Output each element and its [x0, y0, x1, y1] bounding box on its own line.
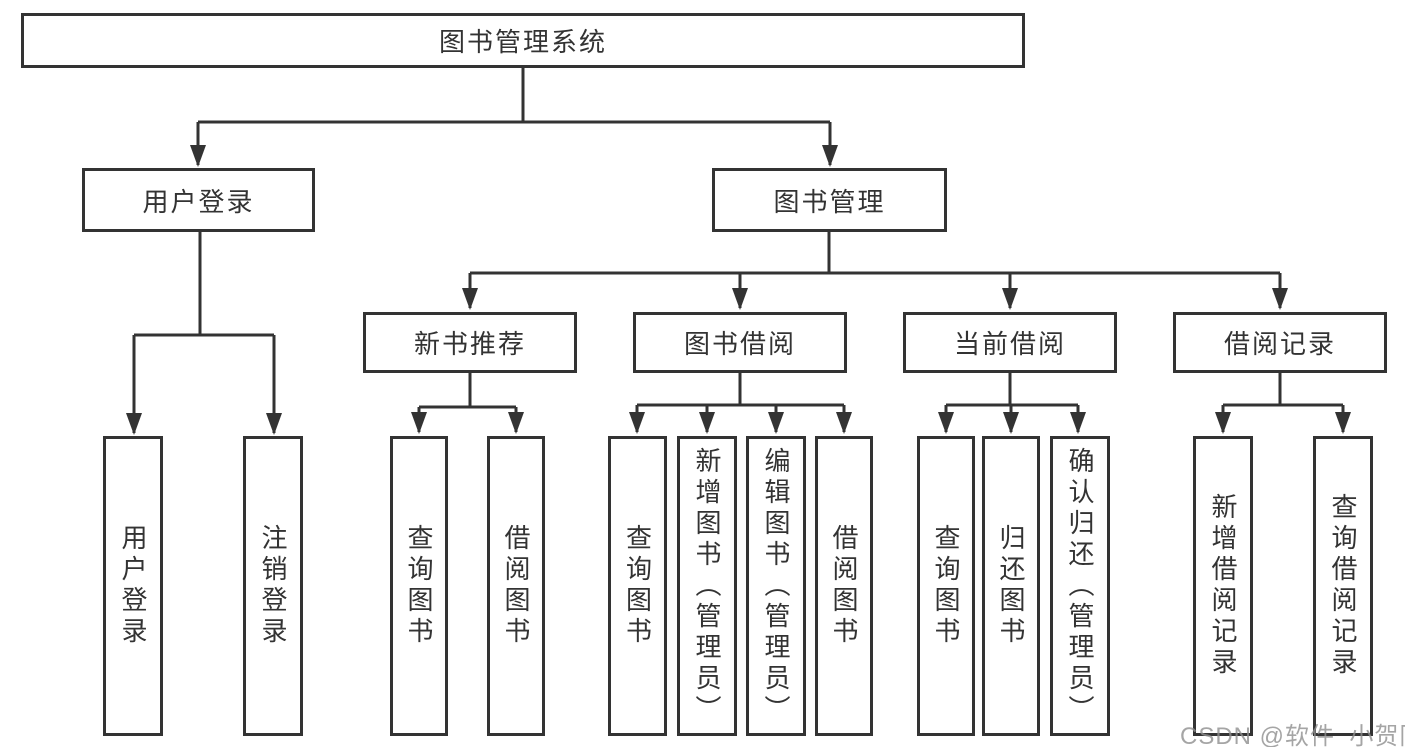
leaf-logout: 注销登录	[243, 436, 303, 736]
node-current-borrowing: 当前借阅	[903, 312, 1117, 373]
node-user-login: 用户登录	[82, 168, 315, 232]
node-book-management: 图书管理	[712, 168, 947, 232]
leaf-borrow-books-borrowing: 借阅图书	[815, 436, 873, 736]
leaf-edit-book-admin: 编辑图书（管理员）	[746, 436, 806, 736]
leaf-query-books-current: 查询图书	[917, 436, 975, 736]
leaf-add-borrow-record: 新增借阅记录	[1193, 436, 1253, 736]
node-new-book-recommend: 新书推荐	[363, 312, 577, 373]
node-borrowing-records: 借阅记录	[1173, 312, 1387, 373]
node-root: 图书管理系统	[21, 13, 1025, 68]
leaf-query-borrow-record: 查询借阅记录	[1313, 436, 1373, 736]
leaf-query-books-borrowing: 查询图书	[608, 436, 667, 736]
node-book-borrowing: 图书借阅	[633, 312, 847, 373]
leaf-confirm-return-admin: 确认归还（管理员）	[1050, 436, 1110, 736]
leaf-borrow-books-recommend: 借阅图书	[487, 436, 545, 736]
leaf-return-books: 归还图书	[982, 436, 1040, 736]
leaf-add-book-admin: 新增图书（管理员）	[677, 436, 737, 736]
leaf-user-login: 用户登录	[103, 436, 163, 736]
leaf-query-books-recommend: 查询图书	[390, 436, 448, 736]
csdn-watermark: CSDN @软件_小贺同学	[1180, 723, 1405, 747]
